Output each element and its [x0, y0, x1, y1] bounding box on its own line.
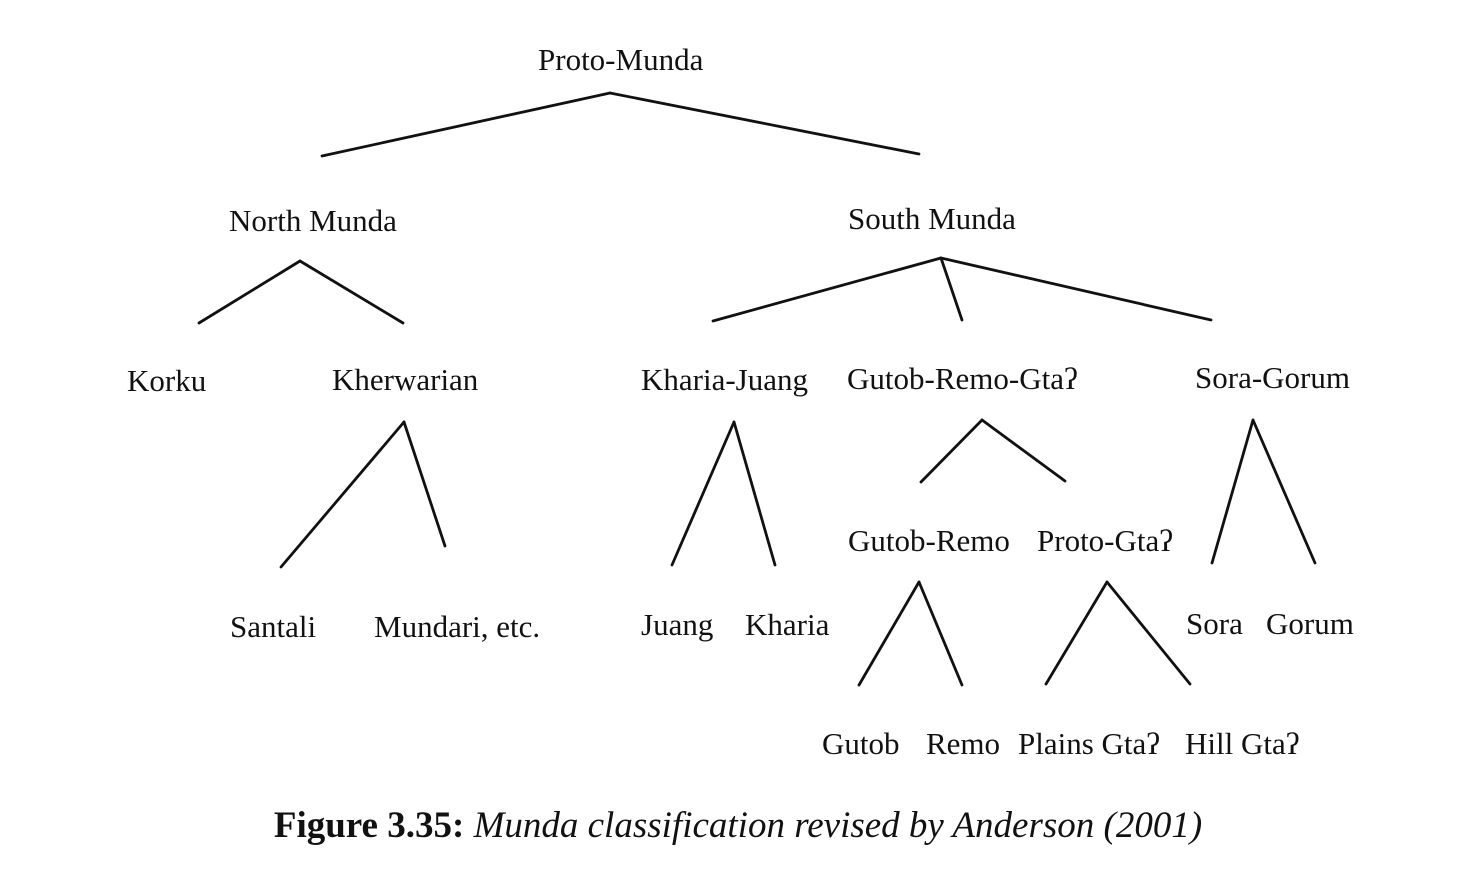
node-north-munda: North Munda	[229, 203, 397, 238]
node-gutob-remo: Gutob-Remo	[848, 523, 1010, 558]
caption-text: Munda classification revised by Anderson…	[473, 805, 1203, 846]
edge-gutob-remo-to-gutob	[857, 580, 921, 687]
edges	[197, 91, 1317, 687]
node-proto-gta: Proto-Gtaʔ	[1037, 523, 1173, 558]
edge-proto-munda-to-north-munda	[320, 91, 612, 158]
edge-gutob-remo-to-remo	[917, 580, 964, 687]
node-plains-gta: Plains Gtaʔ	[1018, 726, 1160, 761]
edge-south-munda-to-kharia-juang	[711, 256, 943, 323]
edge-sora-gorum-to-gorum	[1251, 418, 1317, 565]
node-kharia: Kharia	[745, 607, 830, 642]
edge-gutob-remo-gta-to-gutob-remo	[919, 418, 984, 484]
edge-kherwarian-to-santali	[279, 420, 406, 569]
node-juang: Juang	[641, 607, 713, 642]
node-santali: Santali	[230, 609, 316, 644]
figure-caption: Figure 3.35: Munda classification revise…	[0, 804, 1476, 847]
node-kherwarian: Kherwarian	[332, 362, 479, 397]
edge-kharia-juang-to-juang	[670, 420, 736, 567]
node-proto-munda: Proto-Munda	[538, 42, 704, 77]
tree-diagram: Proto-Munda North Munda South Munda Kork…	[127, 42, 1354, 761]
edge-sora-gorum-to-sora	[1210, 418, 1255, 565]
node-hill-gta: Hill Gtaʔ	[1185, 726, 1300, 761]
node-remo: Remo	[926, 726, 1000, 761]
edge-south-munda-to-sora-gorum	[939, 256, 1213, 322]
labels: Proto-Munda North Munda South Munda Kork…	[127, 42, 1354, 761]
node-gutob: Gutob	[822, 726, 900, 761]
caption-label: Figure 3.35:	[273, 805, 465, 846]
edge-kherwarian-to-mundari	[402, 420, 447, 548]
node-kharia-juang: Kharia-Juang	[641, 362, 808, 397]
edge-north-munda-to-korku	[197, 259, 302, 325]
node-sora-gorum: Sora-Gorum	[1195, 360, 1350, 395]
edge-gutob-remo-gta-to-proto-gta	[980, 418, 1067, 483]
node-sora: Sora	[1186, 606, 1243, 641]
node-mundari: Mundari, etc.	[374, 609, 540, 644]
edge-kharia-juang-to-kharia	[732, 420, 777, 567]
node-korku: Korku	[127, 363, 206, 398]
edge-south-munda-to-gutob-remo-gta	[939, 256, 964, 322]
node-gutob-remo-gta: Gutob-Remo-Gtaʔ	[847, 361, 1078, 396]
edge-proto-gta-to-plains-gta	[1044, 580, 1109, 686]
node-gorum: Gorum	[1266, 606, 1354, 641]
edge-proto-munda-to-south-munda	[608, 91, 921, 156]
edge-proto-gta-to-hill-gta	[1105, 580, 1192, 686]
node-south-munda: South Munda	[848, 201, 1016, 236]
edge-north-munda-to-kherwarian	[298, 259, 405, 325]
